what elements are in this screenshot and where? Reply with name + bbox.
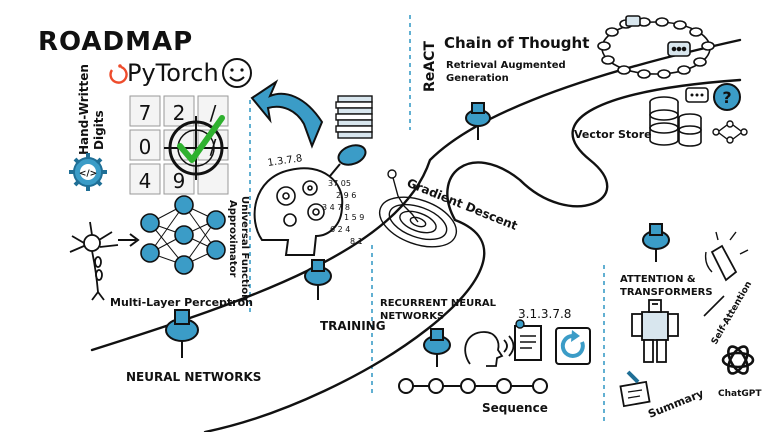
retrieval-label-line1: Retrieval Augmented (446, 60, 566, 71)
speaking-head-icon (464, 331, 515, 367)
svg-text:8 1: 8 1 (350, 237, 363, 246)
chatgpt-logo-icon (721, 345, 755, 375)
magnifier-icon (329, 144, 367, 177)
pencil-paper-icon (619, 370, 651, 408)
svg-text:6 2 4: 6 2 4 (330, 225, 350, 234)
neuron-icon (69, 221, 119, 301)
digit-cell: 4 (139, 169, 152, 193)
universal-function-label: Universal Function (239, 196, 250, 301)
question-bubble-icon: ? (713, 83, 741, 111)
sequence-label: Sequence (482, 401, 548, 415)
road-pins (165, 102, 670, 367)
chain-loop-icon (597, 15, 715, 79)
digit-cell: / (210, 101, 217, 125)
svg-text:1 5 9: 1 5 9 (344, 213, 364, 222)
pytorch-label: PyTorch (127, 59, 219, 87)
pin-rnn (423, 328, 451, 367)
sequence-chain-icon (398, 378, 548, 394)
self-attention-label: Self-Attention (710, 280, 754, 347)
summary-label: Summary (646, 387, 705, 421)
gradient-contour-icon (378, 169, 458, 248)
title: ROADMAP (38, 27, 193, 57)
refresh-icon (555, 327, 591, 365)
multi-layer-perceptron-label: Multi-Layer Perceptron (110, 296, 253, 309)
attention-label-line1: ATTENTION & (620, 274, 696, 285)
digit-cell: 0 (139, 135, 152, 159)
scattered-numbers: 37 05 2 9 6 3 4 7 8 1 5 9 6 2 48 1 (322, 179, 364, 246)
pin-training (304, 259, 332, 300)
svg-text:</>: </> (79, 169, 97, 179)
chatgpt-label: ChatGPT (718, 389, 762, 399)
robot-transformer-icon (631, 299, 679, 363)
sequence-numbers: 3.1.3.7.8 (518, 307, 571, 321)
road-upper-edge (90, 38, 742, 352)
rnn-label-line2: NETWORKS (380, 311, 444, 322)
smiley-icon (222, 58, 252, 88)
gear-code-icon: </> (69, 153, 107, 191)
svg-text:3 4 7 8: 3 4 7 8 (322, 203, 350, 212)
digit-cell: 9 (173, 169, 186, 193)
chain-of-thought-label: Chain of Thought (444, 34, 589, 52)
arrow-icon (118, 233, 140, 247)
perceptron-network-icon (140, 195, 226, 275)
vector-store-label: Vector Store (574, 128, 652, 141)
digit-cell: 7 (139, 101, 152, 125)
checkmark-icon (177, 115, 225, 163)
neural-networks-label: NEURAL NETWORKS (126, 370, 261, 384)
retrieval-label-line2: Generation (446, 73, 509, 84)
brain-numbers: 1.3.7.8 (267, 153, 303, 169)
pin-react (465, 102, 491, 140)
section-dividers (249, 15, 605, 425)
rnn-label-line1: RECURRENT NEURAL (380, 298, 497, 309)
hand-written-label: Hand-Written (77, 64, 91, 155)
curved-arrow-icon (250, 79, 324, 149)
digit-cell: 2 (173, 101, 186, 125)
spotlight-icon (704, 231, 749, 282)
books-stack-icon (335, 95, 373, 139)
svg-text:2 9 6: 2 9 6 (336, 191, 356, 200)
digit-grid: 7 2 / 0 / 4 9 (129, 95, 229, 195)
pytorch-logo (109, 64, 128, 84)
svg-text:?: ? (722, 88, 731, 107)
self-attention-arrow (703, 295, 725, 317)
react-label: ReACT (422, 41, 438, 92)
pin-neural-networks (165, 309, 199, 358)
road-lower-edge (203, 78, 742, 432)
digits-label: Digits (92, 110, 106, 150)
pin-attention (642, 223, 670, 262)
network-nodes-icon (712, 120, 748, 144)
approximator-label: Approximator (227, 200, 238, 278)
attention-label-line2: TRANSFORMERS (620, 287, 713, 298)
database-icon (649, 96, 702, 147)
document-icon (514, 319, 542, 361)
chat-bubble-icon (685, 87, 709, 103)
brain-gears-icon (253, 167, 344, 256)
road (90, 38, 742, 432)
training-label: TRAINING (320, 319, 386, 333)
svg-text:37 05: 37 05 (328, 179, 351, 188)
